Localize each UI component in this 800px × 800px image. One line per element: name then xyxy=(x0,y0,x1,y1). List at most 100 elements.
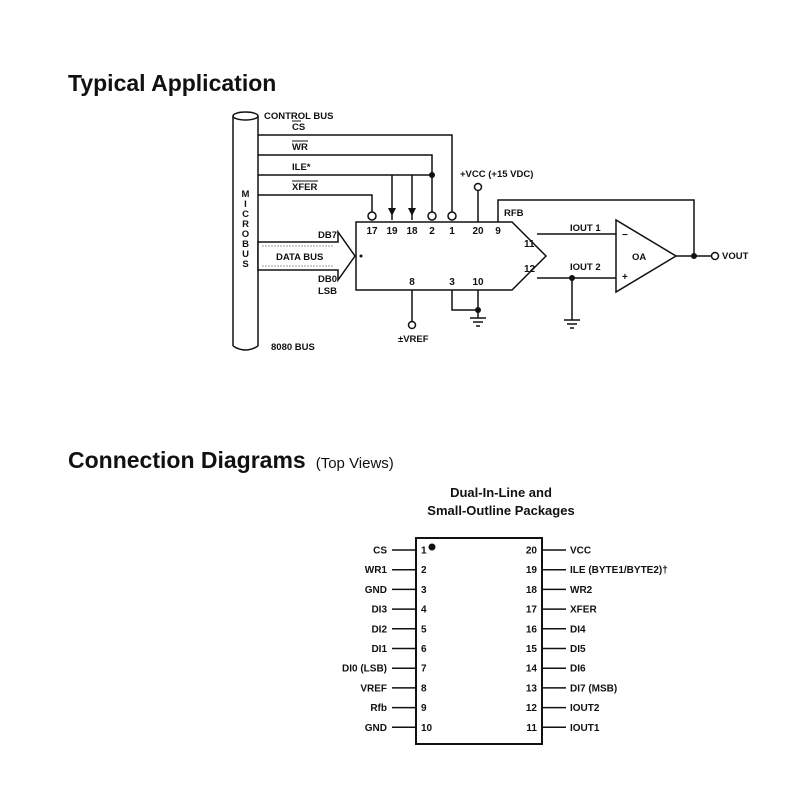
arrow-pin19 xyxy=(388,208,396,216)
svg-text:S: S xyxy=(242,259,248,270)
dac-top-pin-numbers: 17 19 18 2 1 20 9 xyxy=(366,226,501,237)
left-pin-name: GND xyxy=(365,723,387,734)
left-pin-name: DI1 xyxy=(371,644,387,655)
opamp-plus: + xyxy=(622,272,628,283)
right-pin-number: 20 xyxy=(526,546,538,557)
svg-text:U: U xyxy=(242,249,249,260)
bubble-pin17 xyxy=(367,211,377,221)
left-pin-number: 3 xyxy=(421,585,427,596)
opamp-label: OA xyxy=(632,252,646,263)
lsb-label: LSB xyxy=(318,286,337,297)
right-pin-number: 14 xyxy=(526,664,538,675)
svg-text:O: O xyxy=(242,229,249,240)
svg-text:18: 18 xyxy=(406,226,418,237)
microbus-vertical-label: M I C R O B U S xyxy=(242,189,250,270)
right-pin-number: 19 xyxy=(526,565,538,576)
cs-signal-label: CS xyxy=(292,122,305,133)
top-views-subtitle: (Top Views) xyxy=(315,455,394,472)
pin-12-label: 12 xyxy=(524,264,536,275)
svg-text:9: 9 xyxy=(495,226,501,237)
iout2-ground xyxy=(564,278,580,329)
opamp-minus: − xyxy=(622,230,628,241)
left-pin-name: GND xyxy=(365,585,387,596)
connection-diagrams-title: Connection Diagrams xyxy=(68,447,306,473)
left-pin-number: 4 xyxy=(421,605,427,616)
right-pin-name: DI5 xyxy=(570,644,586,655)
vcc-label: +VCC (+15 VDC) xyxy=(460,169,533,180)
vref-label: ±VREF xyxy=(398,334,429,345)
left-pin-name: DI0 (LSB) xyxy=(342,664,387,675)
right-pin-name: DI6 xyxy=(570,664,586,675)
db7-label: DB7 xyxy=(318,230,337,241)
left-pin-name: Rfb xyxy=(370,703,387,714)
dip-package-body xyxy=(415,537,543,745)
right-pin-number: 18 xyxy=(526,585,538,596)
right-pin-name: XFER xyxy=(570,605,597,616)
right-pin-name: DI4 xyxy=(570,624,586,635)
left-pin-name: DI2 xyxy=(371,624,387,635)
typical-application-heading: Typical Application xyxy=(68,70,277,96)
right-pin-number: 11 xyxy=(526,723,537,734)
gnd-connection xyxy=(451,290,486,327)
right-pin-number: 12 xyxy=(526,703,538,714)
svg-text:C: C xyxy=(242,209,249,220)
vout-label: VOUT xyxy=(722,251,749,262)
left-pin-name: VREF xyxy=(360,683,387,694)
right-pin-name: ILE (BYTE1/BYTE2)† xyxy=(570,565,668,576)
connection-diagrams-heading: Connection Diagrams (Top Views) xyxy=(68,447,394,474)
svg-text:2: 2 xyxy=(429,226,435,237)
wr-signal-label: WR xyxy=(292,142,308,153)
svg-text:R: R xyxy=(242,219,249,230)
control-lines xyxy=(258,134,453,220)
vout-terminal xyxy=(710,251,720,261)
left-pin-number: 8 xyxy=(421,683,427,694)
left-pin-name: CS xyxy=(373,546,387,557)
data-bus-arrow xyxy=(257,229,356,283)
iout2-label: IOUT 2 xyxy=(570,262,601,273)
right-pin-name: VCC xyxy=(570,546,591,557)
left-pin-name: WR1 xyxy=(365,565,388,576)
pin-3-label: 3 xyxy=(449,277,455,288)
left-pin-number: 1 xyxy=(421,546,427,557)
right-pin-name: IOUT2 xyxy=(570,703,600,714)
dac-chip-body xyxy=(355,221,548,291)
pin-11-label: 11 xyxy=(524,239,535,250)
vref-terminal xyxy=(407,320,417,330)
ile-signal-label: ILE* xyxy=(292,162,311,173)
left-pin-number: 6 xyxy=(421,644,427,655)
rfb-feedback-line xyxy=(497,199,695,256)
vcc-terminal xyxy=(473,182,483,192)
right-pin-name: IOUT1 xyxy=(570,723,600,734)
svg-text:1: 1 xyxy=(449,226,455,237)
left-pin-number: 10 xyxy=(421,723,433,734)
svg-text:20: 20 xyxy=(472,226,484,237)
svg-text:M: M xyxy=(242,189,250,200)
svg-text:17: 17 xyxy=(366,226,378,237)
package-title-line1: Dual-In-Line and xyxy=(450,485,552,500)
rfb-label: RFB xyxy=(504,208,524,219)
right-pin-number: 15 xyxy=(526,644,538,655)
bubble-pin2 xyxy=(427,211,437,221)
db0-label: DB0 xyxy=(318,274,337,285)
bubble-pin1 xyxy=(447,211,457,221)
iout1-label: IOUT 1 xyxy=(570,223,601,234)
xfer-signal-label: XFER xyxy=(292,182,317,193)
left-pin-number: 7 xyxy=(421,664,427,675)
ile-junction-dot xyxy=(429,172,435,178)
right-pin-number: 13 xyxy=(526,683,538,694)
right-pin-number: 16 xyxy=(526,624,538,635)
right-pin-number: 17 xyxy=(526,605,538,616)
arrow-pin18 xyxy=(408,208,416,216)
left-pin-number: 2 xyxy=(421,565,427,576)
left-pin-number: 9 xyxy=(421,703,427,714)
package-title-line2: Small-Outline Packages xyxy=(427,503,574,518)
opamp-triangle xyxy=(615,218,678,294)
control-bus-label: CONTROL BUS xyxy=(264,111,334,122)
pin-8-label: 8 xyxy=(409,277,415,288)
pin-10-label: 10 xyxy=(472,277,484,288)
svg-text:I: I xyxy=(244,199,247,210)
svg-text:B: B xyxy=(242,239,249,250)
